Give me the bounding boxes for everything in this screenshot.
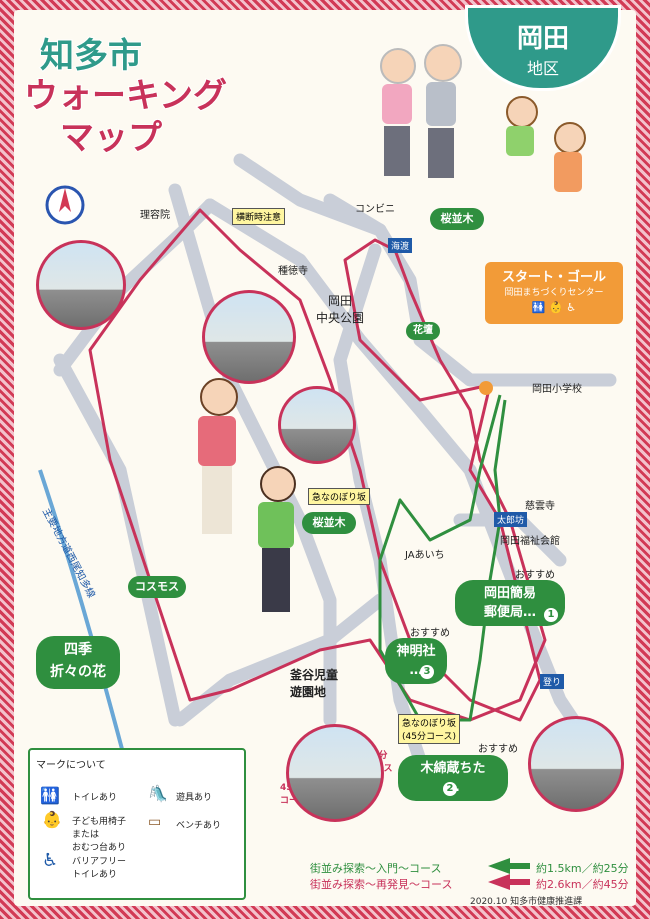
label-convenience: コンビニ bbox=[355, 204, 395, 215]
start-goal-sub: 岡田まちづくりセンター bbox=[504, 288, 604, 298]
legend-child-icon: 👶 bbox=[42, 810, 62, 829]
legend-child: 子ども用椅子 または おむつ台あり bbox=[72, 817, 127, 853]
map-title-line1: 知多市 bbox=[39, 35, 143, 77]
district-sub: 地区 bbox=[526, 59, 559, 78]
legend-bench-icon: ▭ bbox=[148, 814, 162, 830]
start-goal-title: スタート・ゴール bbox=[501, 270, 606, 285]
photo-street-2 bbox=[202, 290, 296, 384]
photo-street-1 bbox=[36, 240, 126, 330]
legend-wheelchair-icon: ♿ bbox=[42, 850, 59, 871]
label-shiki: 四季 折々の花 bbox=[36, 636, 120, 689]
signal-kaido: 海渡 bbox=[388, 238, 413, 253]
man-walking-illustration bbox=[190, 378, 250, 538]
legend-toilet: トイレあり bbox=[72, 793, 118, 803]
label-shutokuji: 種徳寺 bbox=[278, 266, 308, 277]
recommend-name-1: 岡田簡易 郵便局… bbox=[483, 586, 536, 620]
label-sakura2: 桜並木 bbox=[302, 512, 356, 534]
children-illustration bbox=[500, 92, 600, 222]
recommend-name-3: 神明社 … bbox=[396, 644, 436, 678]
signal-tarobou: 太郎坊 bbox=[494, 512, 528, 527]
recommend-spot-3: 神明社 … bbox=[385, 638, 447, 684]
label-kaden: 花壇 bbox=[406, 322, 440, 340]
label-barber: 理容院 bbox=[140, 210, 170, 221]
recommend-tag-3: おすすめ bbox=[410, 628, 450, 639]
label-steep1: 急なのぼり坂 bbox=[308, 488, 371, 505]
label-cosmos: コスモス bbox=[128, 576, 186, 598]
recommend-tag-1: おすすめ bbox=[515, 570, 555, 581]
photo-street-4 bbox=[286, 724, 384, 822]
course-name-2: 街並み探索～再発見～コース bbox=[310, 878, 453, 891]
map-title-line3: マップ bbox=[59, 117, 163, 159]
wheelchair-icon: ♿ bbox=[566, 301, 577, 314]
label-caution: 横断時注意 bbox=[232, 208, 286, 225]
label-okada-school: 岡田小学校 bbox=[532, 384, 582, 395]
legend-play-icon: 🛝 bbox=[148, 784, 168, 803]
elderly-couple-illustration bbox=[372, 40, 472, 180]
child-seat-icon: 👶 bbox=[549, 301, 563, 314]
legend-barrierfree: バリアフリー トイレあり bbox=[72, 857, 127, 880]
label-fukushi: 岡田福祉会館 bbox=[500, 536, 560, 547]
recommend-num-2: 2 bbox=[443, 782, 457, 796]
course-dist-2: 約2.6km／約45分 bbox=[536, 878, 629, 891]
label-sakura1: 桜並木 bbox=[430, 208, 484, 230]
label-jiunji: 慈雲寺 bbox=[525, 501, 555, 512]
legend-play: 遊具あり bbox=[176, 793, 213, 803]
woman-walking-illustration bbox=[250, 466, 306, 616]
photo-street-5 bbox=[528, 716, 624, 812]
course-name-1: 街並み探索～入門～コース bbox=[310, 862, 442, 875]
signal-nobori: 登り bbox=[540, 674, 565, 689]
legend-box: マークについて 🚻 トイレあり 🛝 遊具あり 👶 子ども用椅子 または おむつ台… bbox=[28, 748, 246, 900]
map-title-line2: ウォーキング bbox=[23, 75, 228, 117]
legend-heading: マークについて bbox=[36, 760, 106, 771]
recommend-num-1: 1 bbox=[544, 608, 558, 622]
label-kamaya: 釜谷児童 遊園地 bbox=[290, 668, 339, 699]
recommend-num-3: 3 bbox=[420, 665, 434, 679]
recommend-tag-2: おすすめ bbox=[478, 744, 518, 755]
legend-toilet-icon: 🚻 bbox=[40, 786, 60, 805]
label-steep2: 急なのぼり坂 (45分コース) bbox=[398, 714, 461, 744]
photo-street-3 bbox=[278, 386, 356, 464]
course-dist-1: 約1.5km／約25分 bbox=[536, 862, 629, 875]
district-name: 岡田 bbox=[516, 24, 569, 54]
footer-credit: 2020.10 知多市健康推進課 bbox=[470, 897, 583, 907]
start-goal-box: スタート・ゴール 岡田まちづくりセンター 🚻 👶 ♿ bbox=[485, 262, 623, 324]
toilet-icon: 🚻 bbox=[531, 301, 546, 314]
legend-bench: ベンチあり bbox=[176, 821, 222, 831]
district-badge: 岡田 地区 bbox=[465, 5, 621, 91]
label-ja: JAあいち bbox=[405, 550, 445, 561]
label-park: 岡田 中央公園 bbox=[316, 294, 365, 325]
